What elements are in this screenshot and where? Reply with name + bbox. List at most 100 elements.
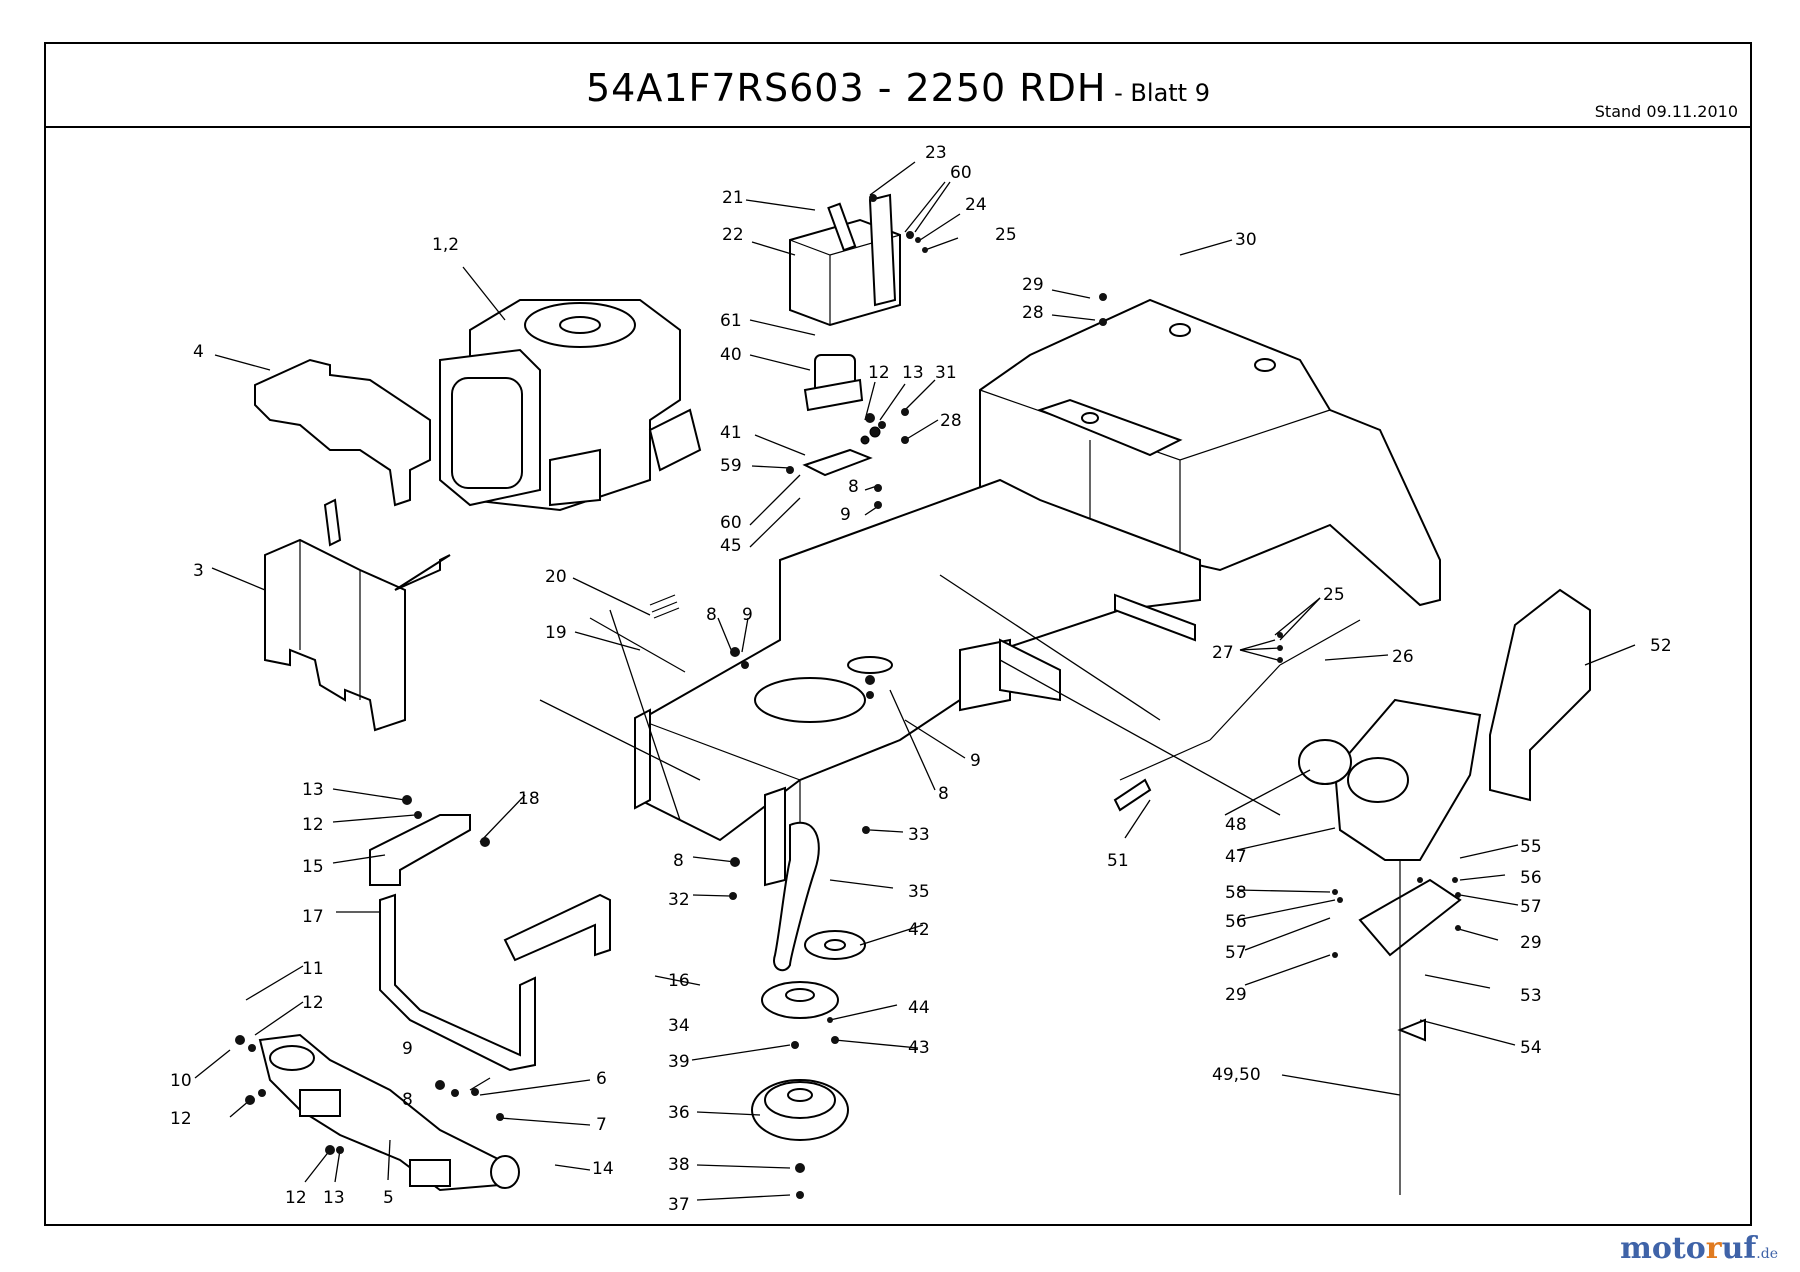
callout-29: 29	[1520, 933, 1542, 953]
bracket-17	[379, 893, 536, 1072]
leader-lines	[194, 161, 1636, 1201]
callout-39: 39	[668, 1052, 690, 1072]
callout-16: 16	[668, 971, 690, 991]
callout-9: 9	[742, 605, 753, 625]
callout-8: 8	[402, 1090, 413, 1110]
callout-41: 41	[720, 423, 742, 443]
callout-25: 25	[995, 225, 1017, 245]
drive-belt	[773, 821, 820, 972]
battery	[789, 193, 901, 327]
callout-27: 27	[1212, 643, 1234, 663]
watermark-part-d: .de	[1756, 1246, 1778, 1262]
bracket-16	[503, 893, 611, 962]
watermark-part-c: uf	[1721, 1231, 1757, 1266]
clutch-36	[751, 1079, 849, 1141]
callout-48: 48	[1225, 815, 1247, 835]
callout-9: 9	[970, 751, 981, 771]
callout-49-50: 49,50	[1212, 1065, 1261, 1085]
callout-8: 8	[673, 851, 684, 871]
callout-24: 24	[965, 195, 987, 215]
title-band: 54A1F7RS603 - 2250 RDH - Blatt 9 Stand 0…	[46, 44, 1750, 128]
callout-10: 10	[170, 1071, 192, 1091]
callout-28: 28	[940, 411, 962, 431]
callout-12: 12	[302, 815, 324, 835]
revision-date: Stand 09.11.2010	[1594, 102, 1738, 121]
callout-12: 12	[302, 993, 324, 1013]
callout-35: 35	[908, 882, 930, 902]
callout-15: 15	[302, 857, 324, 877]
callout-33: 33	[908, 825, 930, 845]
callout-20: 20	[545, 567, 567, 587]
callout-13: 13	[323, 1188, 345, 1208]
callout-3: 3	[193, 561, 204, 581]
front-axle	[258, 1033, 520, 1192]
callout-17: 17	[302, 907, 324, 927]
callout-8: 8	[938, 784, 949, 804]
watermark-part-b: r	[1705, 1231, 1722, 1266]
switch-plate	[1358, 860, 1462, 1195]
drawing-frame: 54A1F7RS603 - 2250 RDH - Blatt 9 Stand 0…	[44, 42, 1752, 1226]
callout-12: 12	[285, 1188, 307, 1208]
callout-47: 47	[1225, 847, 1247, 867]
bracket-15	[369, 814, 471, 886]
callout-13: 13	[902, 363, 924, 383]
callout-43: 43	[908, 1038, 930, 1058]
callout-14: 14	[592, 1159, 614, 1179]
callout-52: 52	[1650, 636, 1672, 656]
callout-32: 32	[668, 890, 690, 910]
callout-28: 28	[1022, 303, 1044, 323]
callout-57: 57	[1225, 943, 1247, 963]
callout-11: 11	[302, 959, 324, 979]
callout-31: 31	[935, 363, 957, 383]
callout-34: 34	[668, 1016, 690, 1036]
hardware-fasteners	[235, 194, 1461, 1199]
callout-54: 54	[1520, 1038, 1542, 1058]
callout-61: 61	[720, 311, 742, 331]
spring-rod	[589, 594, 686, 673]
callout-12: 12	[170, 1109, 192, 1129]
callout-51: 51	[1107, 851, 1129, 871]
callout-12: 12	[868, 363, 890, 383]
callout-38: 38	[668, 1155, 690, 1175]
pulley-42	[804, 930, 866, 960]
title-sheet: - Blatt 9	[1106, 79, 1210, 107]
callout-44: 44	[908, 998, 930, 1018]
callout-60: 60	[950, 163, 972, 183]
callout-56: 56	[1225, 912, 1247, 932]
callout-19: 19	[545, 623, 567, 643]
callout-22: 22	[722, 225, 744, 245]
fuel-tank	[1298, 698, 1482, 861]
heat-shield	[254, 358, 431, 507]
spring-51	[1113, 778, 1152, 812]
callout-59: 59	[720, 456, 742, 476]
callout-42: 42	[908, 920, 930, 940]
throttle-cable	[1119, 619, 1361, 781]
watermark-part-a: moto	[1620, 1231, 1706, 1266]
callout-4: 4	[193, 342, 204, 362]
callout-9: 9	[402, 1039, 413, 1059]
title-model: 54A1F7RS603 - 2250 RDH	[586, 66, 1107, 110]
callout-21: 21	[722, 188, 744, 208]
callout-30: 30	[1235, 230, 1257, 250]
callout-18: 18	[518, 789, 540, 809]
engine-illustration	[439, 299, 702, 512]
page-title: 54A1F7RS603 - 2250 RDH - Blatt 9	[46, 66, 1750, 110]
callout-56: 56	[1520, 868, 1542, 888]
callout-25: 25	[1323, 585, 1345, 605]
callout-29: 29	[1225, 985, 1247, 1005]
callout-60: 60	[720, 513, 742, 533]
callout-45: 45	[720, 536, 742, 556]
callout-8: 8	[706, 605, 717, 625]
callout-57: 57	[1520, 897, 1542, 917]
callout-29: 29	[1022, 275, 1044, 295]
callout-7: 7	[596, 1115, 607, 1135]
callout-37: 37	[668, 1195, 690, 1215]
callout-55: 55	[1520, 837, 1542, 857]
callout-36: 36	[668, 1103, 690, 1123]
callout-23: 23	[925, 143, 947, 163]
callout-8: 8	[848, 477, 859, 497]
callout-53: 53	[1520, 986, 1542, 1006]
callout-5: 5	[383, 1188, 394, 1208]
callout-6: 6	[596, 1069, 607, 1089]
